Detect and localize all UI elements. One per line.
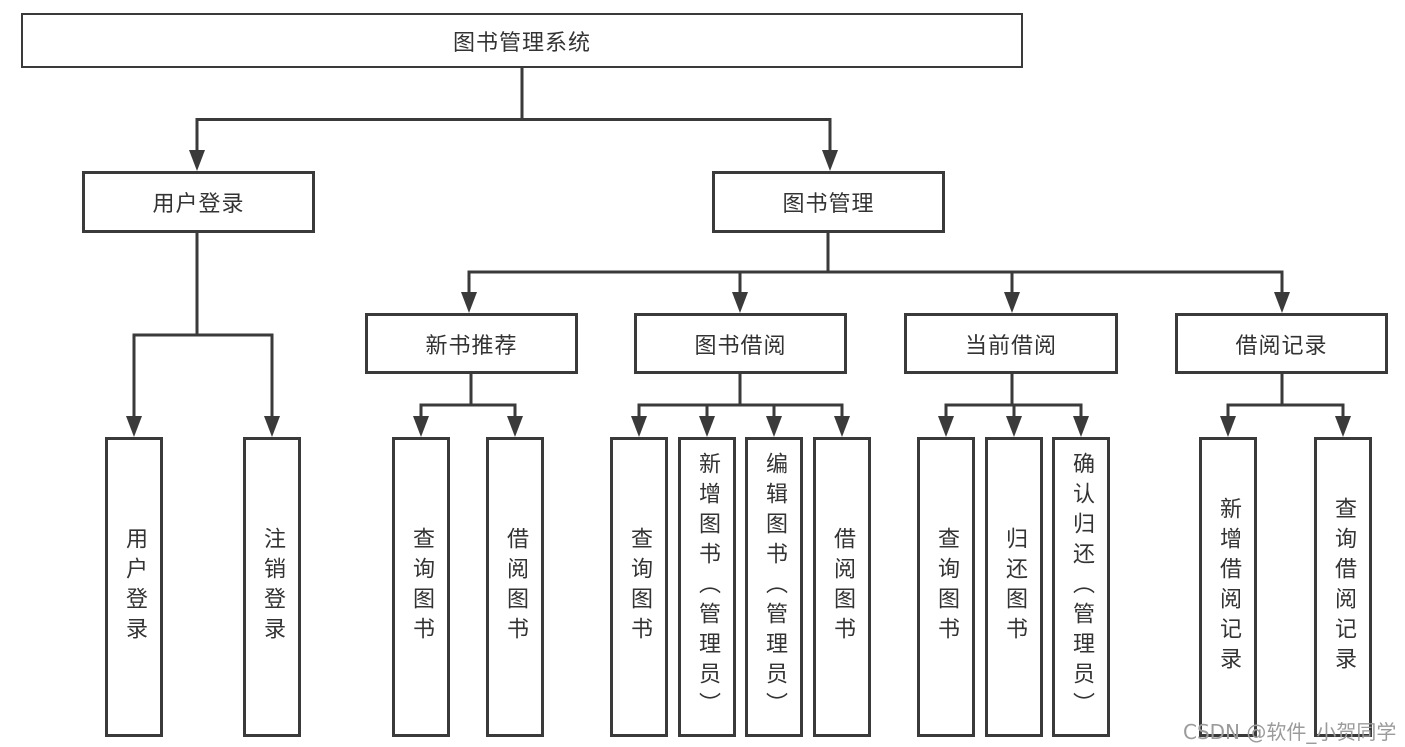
leaf-add-borrow-record-label: 新增借阅记录 bbox=[1216, 497, 1241, 677]
node-user-login-label: 用户登录 bbox=[152, 192, 245, 217]
leaf-edit-book-admin: 编辑图书（管理员） bbox=[745, 437, 803, 737]
leaf-logout-label: 注销登录 bbox=[260, 527, 285, 647]
leaf-recommend-borrow-book: 借阅图书 bbox=[486, 437, 544, 737]
leaf-return-book: 归还图书 bbox=[985, 437, 1043, 737]
leaf-add-book-admin-label: 新增图书（管理员） bbox=[695, 452, 720, 722]
leaf-confirm-return-admin: 确认归还（管理员） bbox=[1052, 437, 1110, 737]
node-root-label: 图书管理系统 bbox=[452, 30, 591, 56]
node-borrow-records: 借阅记录 bbox=[1175, 313, 1388, 374]
leaf-logout: 注销登录 bbox=[243, 437, 301, 737]
leaf-user-login: 用户登录 bbox=[105, 437, 163, 737]
watermark: CSDN @软件_小贺同学 bbox=[1183, 720, 1397, 744]
arrowheads bbox=[126, 150, 1351, 437]
leaf-borrowing-borrow-book-label: 借阅图书 bbox=[830, 527, 855, 647]
leaf-add-book-admin: 新增图书（管理员） bbox=[678, 437, 736, 737]
leaf-query-borrow-record-label: 查询借阅记录 bbox=[1331, 497, 1356, 677]
node-new-book-recommend-label: 新书推荐 bbox=[425, 333, 518, 359]
leaf-borrowing-query-book: 查询图书 bbox=[610, 437, 668, 737]
leaf-edit-book-admin-label: 编辑图书（管理员） bbox=[762, 452, 787, 722]
leaf-return-book-label: 归还图书 bbox=[1002, 527, 1027, 647]
leaf-query-borrow-record: 查询借阅记录 bbox=[1314, 437, 1372, 737]
leaf-current-query-book: 查询图书 bbox=[917, 437, 975, 737]
node-current-borrowing: 当前借阅 bbox=[904, 313, 1118, 374]
node-user-login: 用户登录 bbox=[82, 171, 315, 233]
leaf-recommend-query-book: 查询图书 bbox=[392, 437, 450, 737]
node-root-library-system: 图书管理系统 bbox=[21, 13, 1023, 68]
leaf-add-borrow-record: 新增借阅记录 bbox=[1199, 437, 1257, 737]
leaf-borrowing-query-book-label: 查询图书 bbox=[627, 527, 652, 647]
node-book-management-label: 图书管理 bbox=[782, 192, 875, 217]
leaf-current-query-book-label: 查询图书 bbox=[934, 527, 959, 647]
leaf-user-login-label: 用户登录 bbox=[122, 527, 147, 647]
node-current-borrowing-label: 当前借阅 bbox=[964, 333, 1057, 359]
leaf-borrowing-borrow-book: 借阅图书 bbox=[813, 437, 871, 737]
node-book-management: 图书管理 bbox=[712, 171, 945, 233]
leaf-recommend-query-book-label: 查询图书 bbox=[409, 527, 434, 647]
node-book-borrowing-label: 图书借阅 bbox=[694, 333, 787, 359]
node-borrow-records-label: 借阅记录 bbox=[1235, 333, 1328, 359]
leaf-confirm-return-admin-label: 确认归还（管理员） bbox=[1069, 452, 1094, 722]
leaf-recommend-borrow-book-label: 借阅图书 bbox=[503, 527, 528, 647]
node-new-book-recommend: 新书推荐 bbox=[365, 313, 578, 374]
node-book-borrowing: 图书借阅 bbox=[634, 313, 847, 374]
